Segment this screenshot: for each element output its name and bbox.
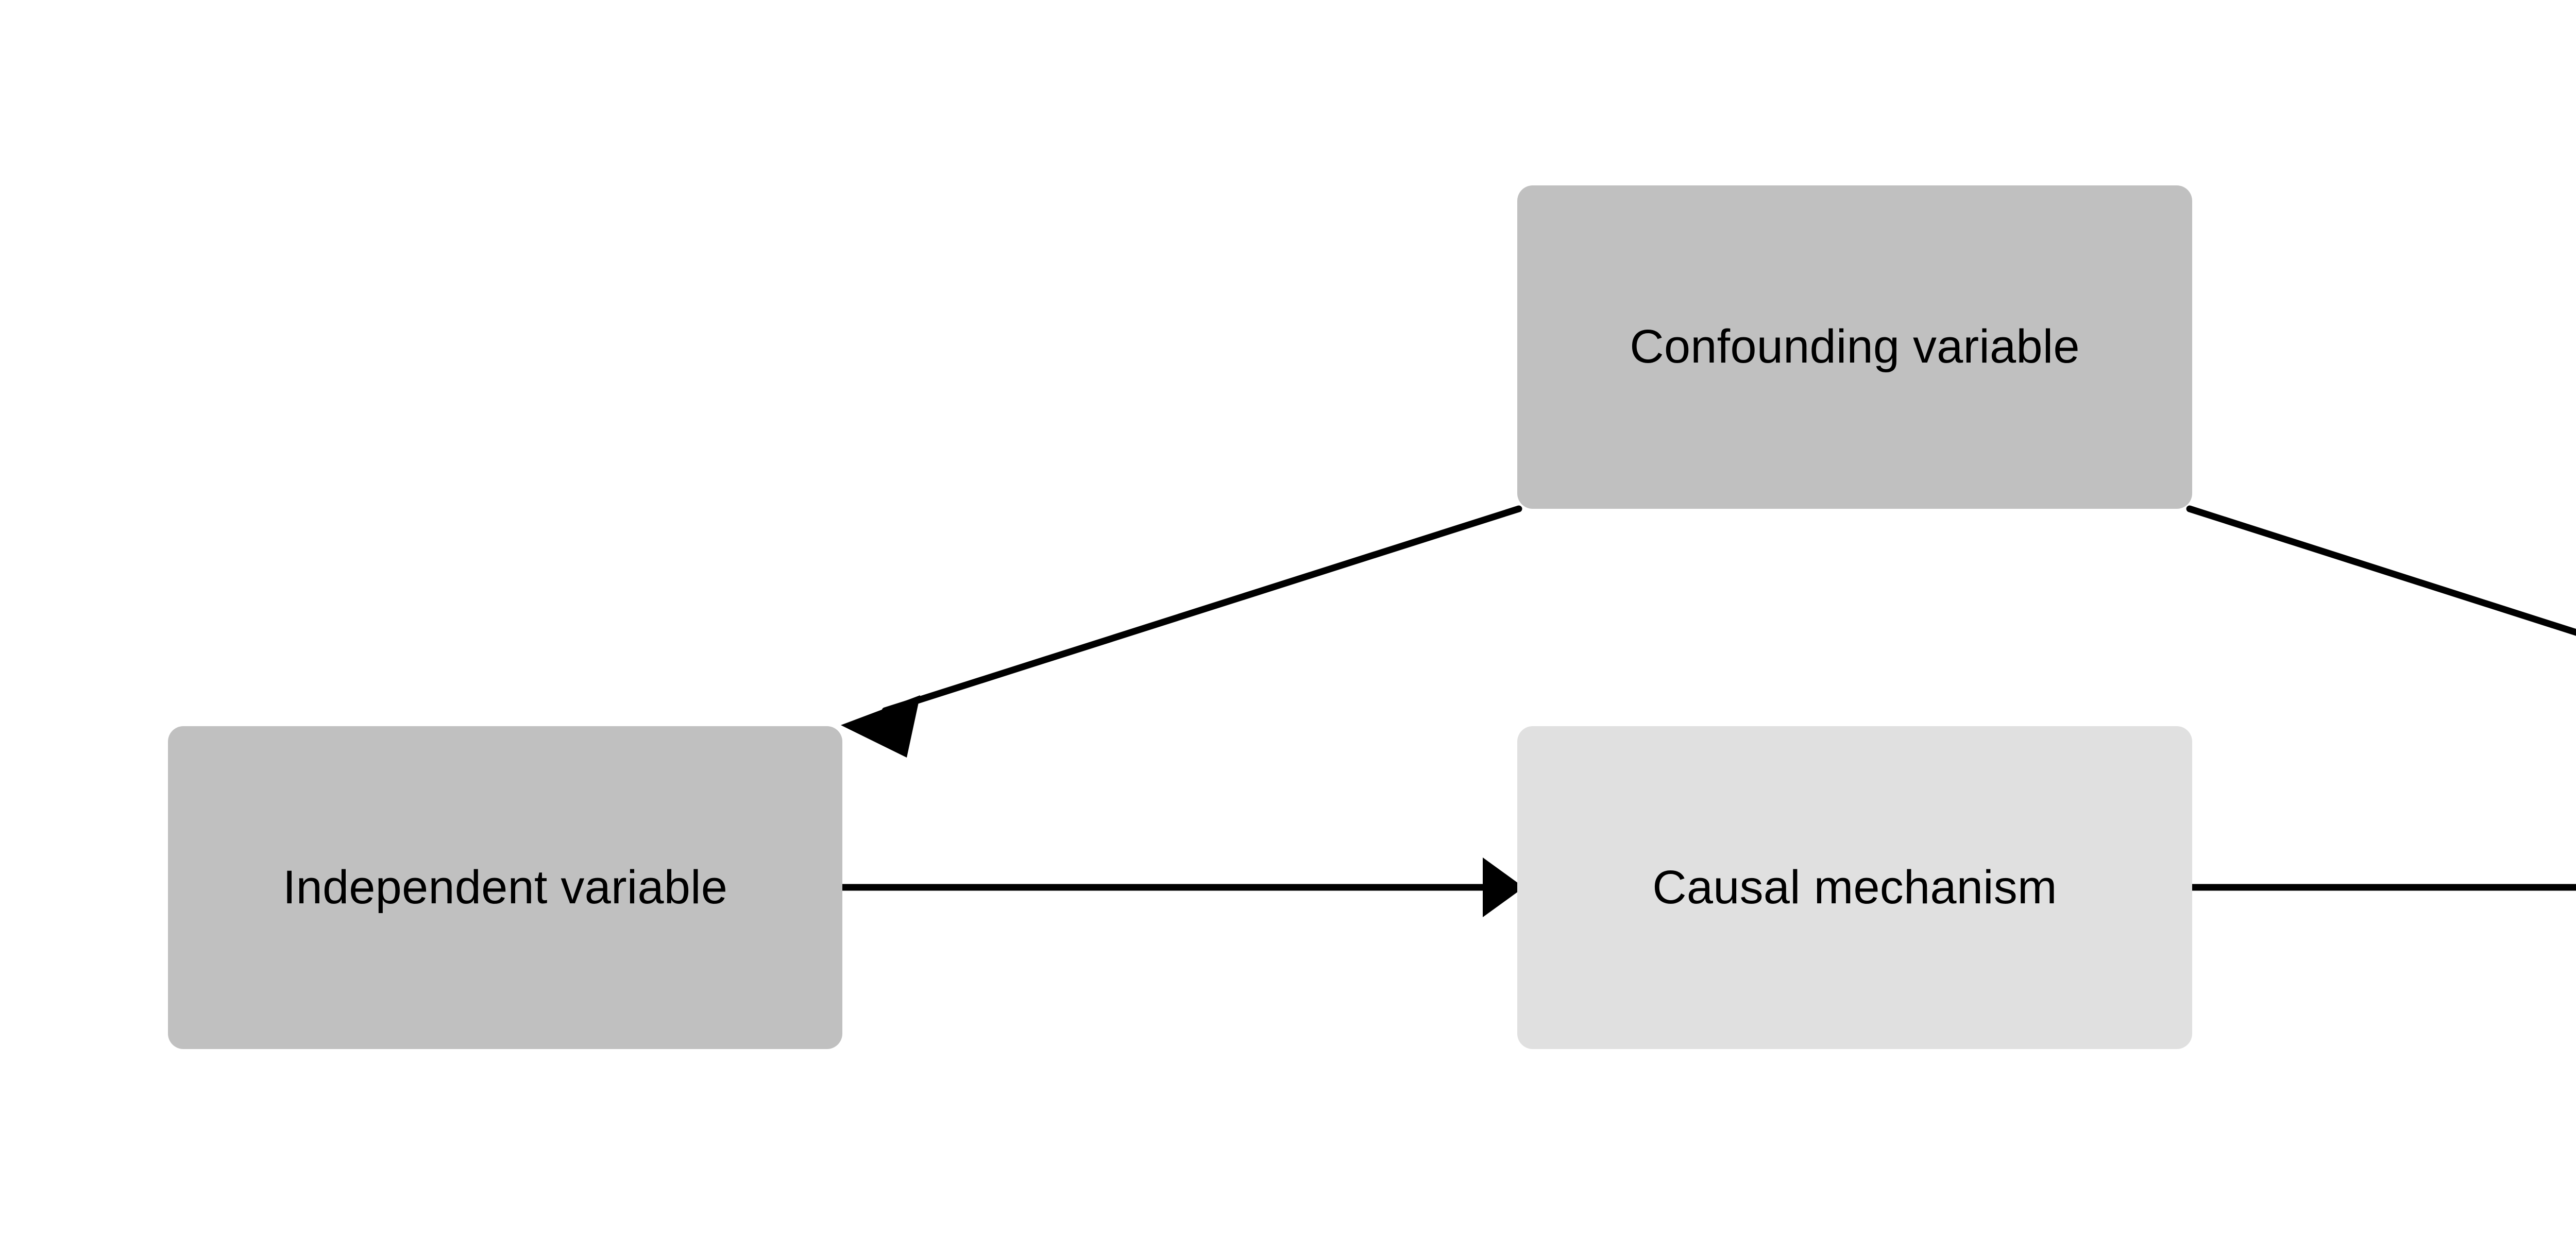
edge-confounding-to-independent — [841, 505, 1522, 758]
node-causal-mechanism[interactable]: Causal mechanism — [1517, 726, 2192, 1049]
node-label: Confounding variable — [1630, 320, 2080, 373]
arrowhead-icon — [841, 695, 920, 758]
node-label: Independent variable — [282, 861, 728, 914]
edge-independent-to-causal — [842, 857, 1524, 917]
node-independent-variable[interactable]: Independent variable — [168, 726, 842, 1049]
node-confounding-variable[interactable]: Confounding variable — [1517, 185, 2192, 509]
edge-confounding-to-dependent — [2186, 505, 2576, 636]
node-label: Causal mechanism — [1652, 861, 2057, 914]
edge-causal-to-dependent — [2192, 884, 2576, 891]
edge-line — [2186, 505, 2576, 636]
edge-line — [882, 505, 1522, 714]
